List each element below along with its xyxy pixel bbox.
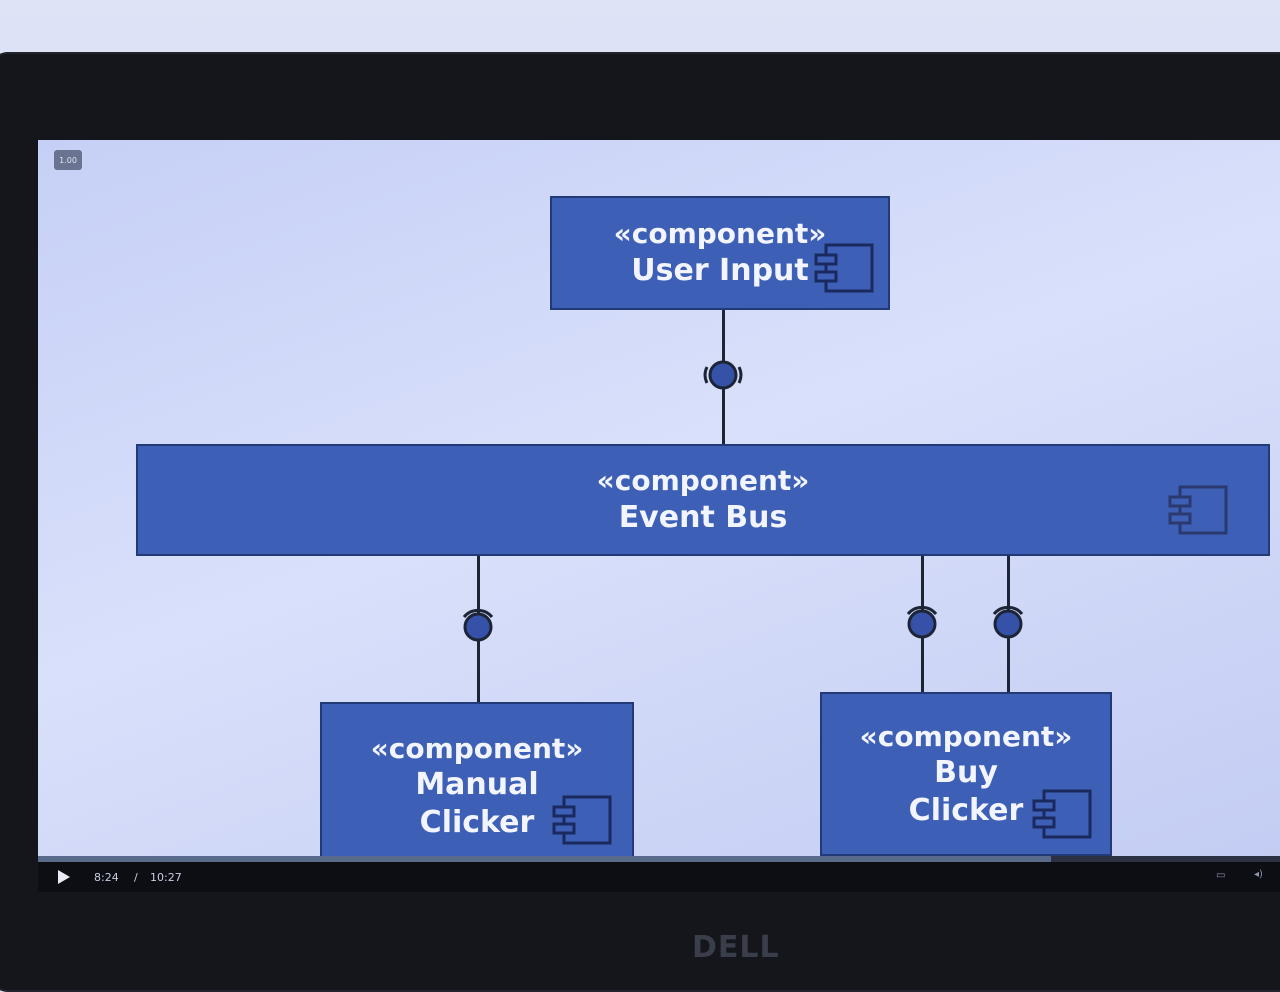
component-name-line-2: Clicker — [908, 792, 1024, 828]
interface-lollipop-icon — [992, 605, 1024, 639]
component-user-input: «component» User Input — [550, 196, 890, 310]
component-name: User Input — [631, 253, 809, 289]
progress-fill — [38, 856, 1052, 862]
component-name-line-1: Manual — [415, 767, 539, 803]
player-controls: 8:24 / 10:27 ▭ ◂) — [38, 862, 1280, 892]
interface-lollipop-icon — [462, 608, 494, 642]
captions-icon[interactable]: ▭ — [1216, 870, 1226, 881]
stereotype-label: «component» — [370, 731, 584, 765]
video-progress-bar[interactable] — [38, 856, 1280, 862]
component-name-line-2: Clicker — [419, 804, 535, 840]
stereotype-label: «component» — [613, 217, 827, 251]
component-icon — [814, 243, 874, 293]
component-name: Event Bus — [618, 500, 788, 536]
component-icon — [1168, 485, 1228, 535]
video-screen[interactable]: 1.00 «component» User Input «component» … — [38, 140, 1280, 892]
component-event-bus: «component» Event Bus — [136, 444, 1270, 556]
volume-icon[interactable]: ◂) — [1254, 869, 1263, 880]
component-icon — [552, 795, 612, 845]
stereotype-label: «component» — [596, 464, 810, 498]
play-icon[interactable] — [58, 870, 70, 884]
stereotype-label: «component» — [859, 719, 1073, 753]
playback-speed-badge[interactable]: 1.00 — [54, 150, 82, 170]
component-name-line-1: Buy — [934, 755, 998, 791]
interface-lollipop-icon — [906, 605, 938, 639]
time-separator: / — [134, 871, 138, 884]
monitor-brand-logo: DELL — [692, 930, 780, 965]
total-time: 10:27 — [150, 871, 182, 884]
component-buy-clicker: «component» Buy Clicker — [820, 692, 1112, 856]
component-manual-clicker: «component» Manual Clicker — [320, 702, 634, 870]
current-time: 8:24 — [94, 871, 119, 884]
component-icon — [1032, 789, 1092, 839]
interface-lollipop-icon — [703, 360, 743, 390]
